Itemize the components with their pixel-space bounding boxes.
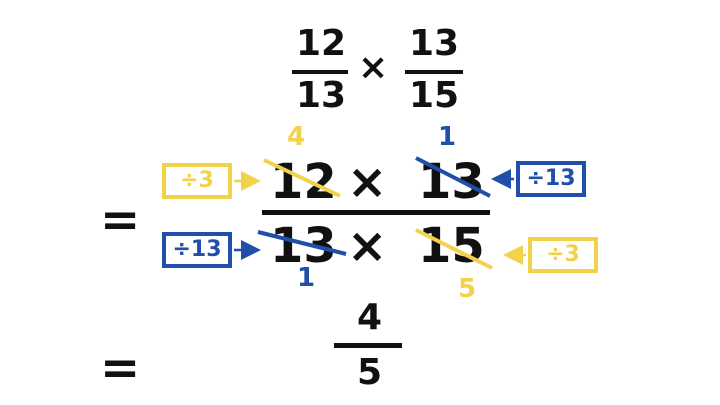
result-denominator: 5 xyxy=(357,352,383,393)
term2-numerator: 13 xyxy=(409,23,460,64)
reduced-den-right: 5 xyxy=(458,274,477,304)
strike-denominator-right xyxy=(415,228,493,270)
strike-numerator-right xyxy=(415,156,491,198)
reduced-den-left: 1 xyxy=(297,263,316,293)
step-denominator-times: × xyxy=(347,218,388,274)
step-numerator-times: × xyxy=(347,154,388,210)
result-numerator: 4 xyxy=(357,297,383,338)
step-denominator-left: 13 xyxy=(270,218,337,274)
term1-fraction-bar xyxy=(292,70,348,74)
term1-denominator: 13 xyxy=(296,75,347,116)
annotation-top-right-box: ÷13 xyxy=(516,161,586,197)
top-times-sign: × xyxy=(358,47,389,88)
reduced-num-right: 1 xyxy=(438,122,457,152)
term1-numerator: 12 xyxy=(296,23,347,64)
annotation-bottom-left-box: ÷13 xyxy=(162,232,232,268)
annotation-top-left-box: ÷3 xyxy=(162,163,232,199)
reduced-num-left: 4 xyxy=(287,122,306,152)
step-fraction-bar xyxy=(262,210,490,215)
strike-numerator-left xyxy=(263,158,341,198)
term2-fraction-bar xyxy=(405,70,463,74)
annotation-bottom-right-box: ÷3 xyxy=(528,237,598,273)
term2-denominator: 15 xyxy=(409,75,460,116)
step-equals-sign: = xyxy=(100,192,141,248)
strike-denominator-left xyxy=(257,230,347,256)
result-equals-sign: = xyxy=(100,340,141,396)
result-fraction-bar xyxy=(334,343,402,348)
